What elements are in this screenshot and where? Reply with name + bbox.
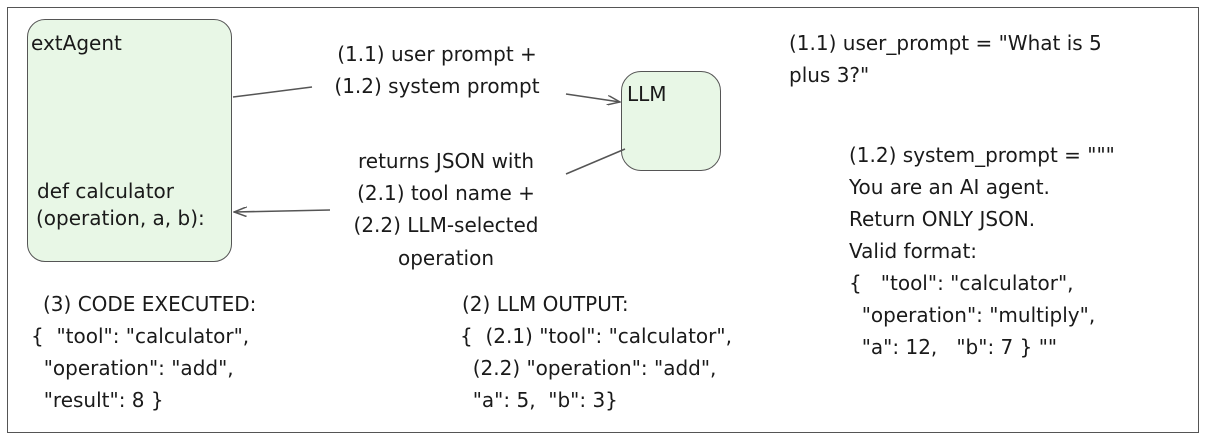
code-executed-line2: { "tool": "calculator",	[31, 324, 250, 348]
arrow-llm-to-agent-a	[565, 148, 626, 175]
arrow-bottom-label-line1: returns JSON with	[357, 149, 534, 173]
calculator-def-line1: def calculator	[37, 179, 174, 203]
arrow-bottom-label-line4: operation	[397, 246, 495, 270]
system-prompt-line7: "a": 12, "b": 7 } ""	[849, 335, 1058, 359]
calculator-def-line2: (operation, a, b):	[36, 206, 205, 230]
llm-output-line2: { (2.1) "tool": "calculator",	[460, 324, 732, 348]
system-prompt-line2: You are an AI agent.	[849, 175, 1050, 199]
llm-output-line1: (2) LLM OUTPUT:	[462, 292, 629, 316]
code-executed-line1: (3) CODE EXECUTED:	[43, 292, 257, 316]
code-executed-line3: "operation": "add",	[31, 356, 234, 380]
llm-output-line4: "a": 5, "b": 3}	[460, 388, 618, 412]
user-prompt-line1: (1.1) user_prompt = "What is 5	[789, 31, 1102, 55]
user-prompt-line2: plus 3?"	[789, 63, 870, 87]
arrow-top-label-line1: (1.1) user prompt +	[337, 42, 537, 66]
diagram-frame	[7, 7, 1199, 433]
llm-output-line3: (2.2) "operation": "add",	[460, 356, 717, 380]
ext-agent-box	[27, 19, 232, 262]
system-prompt-line6: "operation": "multiply",	[849, 303, 1096, 327]
system-prompt-line3: Return ONLY JSON.	[849, 207, 1036, 231]
system-prompt-line4: Valid format:	[849, 239, 978, 263]
arrow-llm-to-agent-b	[234, 210, 331, 212]
arrow-agent-to-llm-a	[232, 86, 313, 98]
arrow-agent-to-llm-b	[565, 93, 620, 102]
arrow-bottom-label-line3: (2.2) LLM-selected	[353, 213, 539, 237]
arrow-top-label-line2: (1.2) system prompt	[334, 74, 540, 98]
arrow-bottom-label-line2: (2.1) tool name +	[357, 181, 535, 205]
system-prompt-line5: { "tool": "calculator",	[849, 271, 1074, 295]
ext-agent-title: extAgent	[31, 31, 122, 55]
llm-label: LLM	[627, 82, 667, 106]
code-executed-line4: "result": 8 }	[31, 388, 164, 412]
llm-box	[621, 71, 721, 171]
system-prompt-line1: (1.2) system_prompt = """	[849, 143, 1115, 167]
